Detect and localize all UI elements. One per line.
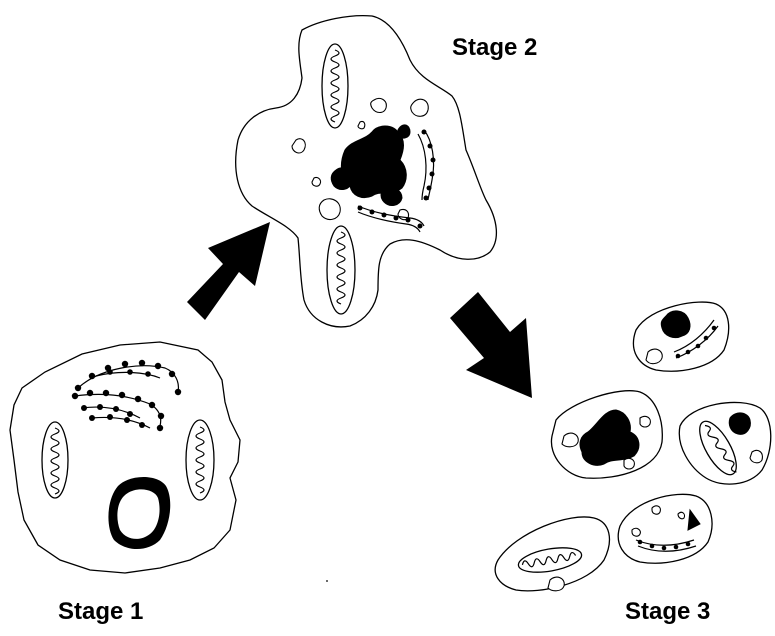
stage2-cell xyxy=(236,16,497,327)
stage1-mitochondrion-right xyxy=(186,420,214,500)
stage1-label: Stage 1 xyxy=(58,598,143,626)
apoptotic-body-bottom-right xyxy=(618,494,712,563)
stage1-cell xyxy=(10,342,240,573)
speck xyxy=(326,580,328,582)
apoptotic-body-top xyxy=(633,302,728,371)
stage2-label: Stage 2 xyxy=(452,34,537,62)
apoptotic-body-middle-left xyxy=(551,391,662,478)
stage3-apoptotic-bodies xyxy=(495,302,771,591)
apoptotic-body-bottom-left xyxy=(495,517,609,591)
stage3-label: Stage 3 xyxy=(625,598,710,626)
apoptotic-body-right xyxy=(679,402,770,484)
stage2-mitochondrion-bottom xyxy=(327,226,355,314)
stage2-mitochondrion-top xyxy=(322,44,348,128)
arrow-stage1-to-stage2 xyxy=(187,222,270,320)
arrow-stage2-to-stage3 xyxy=(450,292,532,398)
stage1-mitochondrion-left xyxy=(42,422,68,498)
